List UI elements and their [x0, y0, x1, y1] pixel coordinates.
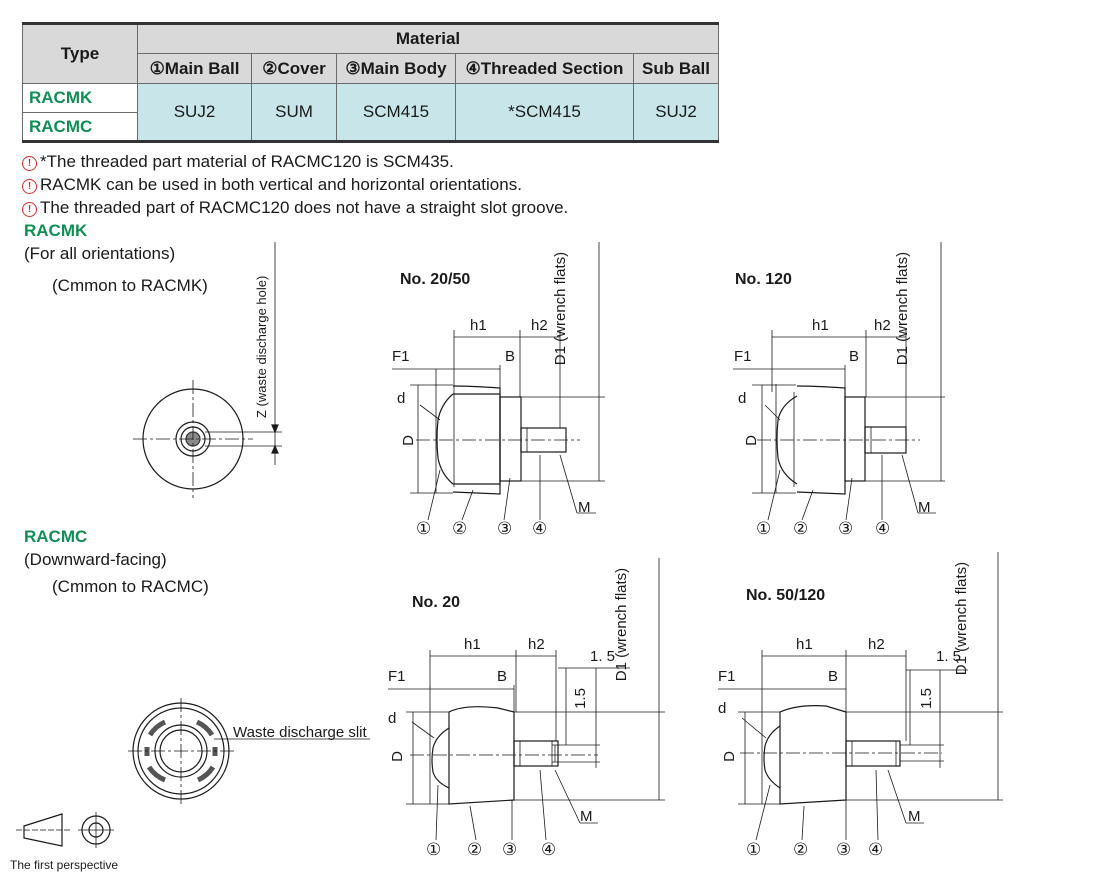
racmk-common: (Cmmon to RACMK) [52, 276, 208, 295]
part-1: ① [756, 519, 772, 538]
racmk-top-view: Z (waste discharge hole) [133, 242, 282, 498]
part-3: ③ [838, 519, 854, 538]
label-m: M [578, 499, 591, 516]
col-main-ball: ①Main Ball [137, 53, 252, 84]
label-d-small: d [397, 390, 406, 407]
type-racmk: RACMK [22, 83, 138, 113]
part-3: ③ [836, 840, 852, 859]
label-h1: h1 [812, 317, 829, 334]
label-d-large: D [742, 435, 760, 446]
label-h1: h1 [464, 636, 481, 653]
part-1: ① [746, 840, 762, 859]
label-h1: h1 [470, 317, 487, 334]
label-b: B [849, 348, 860, 365]
part-4: ④ [532, 519, 548, 538]
racmc-top-view: Waste discharge slit [128, 698, 370, 806]
part-2: ② [793, 840, 809, 859]
col-cover: ②Cover [251, 53, 337, 84]
label-m: M [908, 808, 921, 825]
value-main-ball: SUJ2 [137, 83, 252, 142]
label-h2: h2 [868, 636, 885, 653]
footer-perspective-label: The first perspective [10, 858, 119, 872]
part-2: ② [467, 840, 483, 859]
label-d-large: D [388, 751, 406, 762]
warning-icon: ! [22, 202, 37, 217]
part-3: ③ [497, 519, 513, 538]
label-b: B [505, 348, 516, 365]
label-h2: h2 [874, 317, 891, 334]
label-d1: D1 (wrench flats) [613, 567, 631, 682]
note-1: !*The threaded part material of RACMC120… [22, 151, 454, 173]
z-waste-label: Z (waste discharge hole) [254, 276, 269, 418]
waste-slit-label: Waste discharge slit [233, 724, 367, 741]
label-h2: h2 [528, 636, 545, 653]
title-mk-small: No. 20/50 [400, 271, 471, 288]
label-h1: h1 [796, 636, 813, 653]
racmk-heading: RACMK [24, 221, 88, 240]
note-2: !RACMK can be used in both vertical and … [22, 174, 522, 196]
warning-icon: ! [22, 156, 37, 171]
part-3: ③ [502, 840, 518, 859]
label-d-large: D [720, 751, 738, 762]
first-angle-projection-symbol [16, 812, 114, 848]
col-threaded-section: ④Threaded Section [455, 53, 634, 84]
label-f1: F1 [734, 348, 752, 365]
racmc-orientation: (Downward-facing) [24, 550, 167, 569]
label-f1: F1 [718, 668, 736, 685]
value-sub-ball: SUJ2 [633, 83, 719, 142]
col-sub-ball: Sub Ball [633, 53, 719, 84]
title-mc-small: No. 20 [412, 594, 461, 611]
label-1-5-h: 1. 5 [590, 648, 616, 665]
label-d-small: d [718, 700, 727, 717]
col-main-body: ③Main Body [336, 53, 456, 84]
racmk-orientation: (For all orientations) [24, 244, 176, 263]
side-view-mc-small [388, 558, 665, 841]
label-d1: D1 (wrench flats) [552, 251, 570, 366]
part-4: ④ [875, 519, 891, 538]
label-d-small: d [388, 710, 397, 727]
side-view-mc-large [718, 552, 1003, 841]
title-mk-large: No. 120 [735, 271, 792, 288]
label-f1: F1 [388, 668, 406, 685]
part-1: ① [426, 840, 442, 859]
warning-icon: ! [22, 179, 37, 194]
value-main-body: SCM415 [336, 83, 456, 142]
value-cover: SUM [251, 83, 337, 142]
label-d1: D1 (wrench flats) [894, 251, 912, 366]
label-d1: D1 (wrench flats) [953, 561, 971, 676]
part-4: ④ [541, 840, 557, 859]
part-1: ① [416, 519, 432, 538]
label-b: B [828, 668, 839, 685]
label-1-5-v: 1.5 [571, 688, 589, 709]
label-1-5-h: 1. 5 [936, 648, 962, 665]
label-f1: F1 [392, 348, 410, 365]
type-racmc: RACMC [22, 112, 138, 142]
label-b: B [497, 668, 508, 685]
side-view-mk-small [392, 242, 605, 521]
label-m: M [580, 808, 593, 825]
type-header: Type [22, 23, 138, 84]
label-d-large: D [399, 435, 417, 446]
racmc-heading: RACMC [24, 527, 88, 546]
part-2: ② [793, 519, 809, 538]
note-3: !The threaded part of RACMC120 does not … [22, 197, 568, 219]
label-h2: h2 [531, 317, 548, 334]
material-table: Type Material ①Main Ball ②Cover ③Main Bo… [22, 22, 719, 143]
part-2: ② [452, 519, 468, 538]
label-1-5-v: 1.5 [917, 688, 935, 709]
side-view-mk-large [733, 242, 945, 521]
part-4: ④ [868, 840, 884, 859]
title-mc-large: No. 50/120 [746, 587, 826, 604]
label-d-small: d [738, 390, 747, 407]
label-m: M [918, 499, 931, 516]
racmc-common: (Cmmon to RACMC) [52, 577, 209, 596]
